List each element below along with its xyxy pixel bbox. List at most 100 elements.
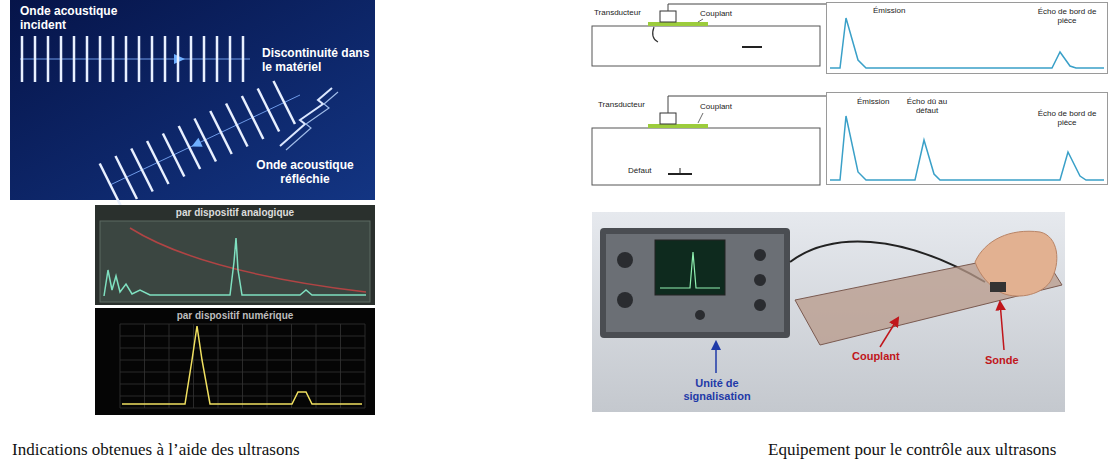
screen-label: par dispositif analogique — [95, 207, 375, 219]
reflected-wavefront — [273, 81, 294, 124]
unit-trace — [660, 252, 720, 288]
grid-line — [316, 324, 317, 408]
reflected-wavefront — [258, 89, 279, 132]
incident-wavefront — [138, 36, 141, 82]
grid-line — [120, 384, 365, 385]
wave-panel: Onde acoustique incidentDiscontinuité da… — [10, 0, 375, 200]
photo-ground — [592, 212, 1065, 412]
incident-wavefront — [21, 36, 24, 82]
part-label: Défaut — [628, 166, 666, 175]
incident-wavefront — [34, 36, 37, 82]
transducer-symbol — [660, 113, 676, 124]
propagation-arrow — [174, 54, 185, 64]
analog-screen — [95, 205, 375, 305]
knob — [754, 249, 766, 261]
part-label: Couplant — [700, 102, 748, 111]
digital-trace — [122, 326, 362, 404]
incident-wavefront — [229, 36, 232, 82]
transducer-symbol — [660, 11, 676, 22]
incident-wavefront — [151, 36, 154, 82]
grid-line — [120, 372, 365, 373]
signal-label: Émission — [873, 6, 923, 15]
reflected-wavefront — [194, 119, 215, 162]
reflected-wavefront — [115, 156, 136, 199]
grid-line — [120, 324, 365, 325]
reflection-arrow — [192, 138, 203, 147]
digital-screen — [95, 308, 375, 415]
knob — [617, 292, 633, 308]
reflected-wavefront — [226, 104, 247, 147]
signal-unit — [600, 228, 790, 338]
leader-line — [715, 342, 717, 373]
analog-screen-face — [100, 221, 370, 302]
incident-wavefront — [177, 36, 180, 82]
knob — [695, 310, 705, 320]
incident-wavefront — [86, 36, 89, 82]
signal-unit-face — [606, 234, 784, 332]
incident-wavefront — [125, 36, 128, 82]
unit-screen — [655, 240, 725, 295]
incident-wavefront — [60, 36, 63, 82]
reflected-wavefront — [210, 111, 231, 154]
grid-line — [291, 324, 292, 408]
screen-panel: par dispositif numérique — [95, 308, 375, 415]
wave-panel-ground — [10, 0, 375, 200]
equipment-label: Couplant — [852, 350, 916, 363]
wave-label: Onde acoustique réfléchie — [240, 158, 370, 186]
incident-wavefront — [47, 36, 50, 82]
equipment-label: Sonde — [985, 354, 1035, 367]
part-label: Transducteur — [594, 8, 656, 17]
leader-line — [1000, 302, 1004, 350]
echo-trace — [830, 18, 1104, 68]
grid-line — [365, 324, 366, 408]
part-label: Transducteur — [598, 100, 656, 109]
signal-box: ÉmissionÉcho dû au défautÉcho de bord de… — [826, 92, 1108, 185]
hand — [975, 231, 1057, 296]
incident-wavefront — [99, 36, 102, 82]
defect-mark — [680, 168, 681, 174]
discontinuity-crack — [286, 92, 338, 150]
incident-wavefront — [203, 36, 206, 82]
screen-panel: par dispositif analogique — [95, 205, 375, 305]
grid-line — [340, 324, 341, 408]
probe — [990, 282, 1006, 292]
grid-line — [120, 336, 365, 337]
cable-line — [668, 4, 826, 11]
analog-trace — [104, 238, 366, 296]
grid-line — [120, 408, 365, 409]
incident-wavefront — [190, 36, 193, 82]
incident-wavefront — [73, 36, 76, 82]
discontinuity-crack — [280, 88, 332, 146]
incident-wavefront — [112, 36, 115, 82]
test-piece — [592, 26, 820, 66]
reflected-wavefront — [163, 134, 184, 177]
grid-line — [242, 324, 243, 408]
grid-line — [120, 396, 365, 397]
reflected-wavefront — [131, 149, 152, 192]
wave-label: Discontinuité dans le matériel — [262, 46, 374, 74]
screen-grid — [120, 324, 365, 408]
signal-box: ÉmissionÉcho de bord de pièce — [826, 2, 1108, 74]
incident-wavefront — [242, 36, 245, 82]
signal-label: Écho dû au défaut — [897, 97, 957, 115]
reflected-wavefront — [100, 164, 121, 207]
propagation-axis — [20, 59, 250, 60]
leader-line — [698, 19, 703, 22]
figure-caption: Indications obtenues à l’aide des ultras… — [12, 440, 372, 460]
reflected-wavefront — [242, 96, 263, 139]
signal-label: Écho de bord de pièce — [1037, 109, 1097, 127]
knob — [617, 252, 633, 268]
couplant-layer — [648, 124, 708, 128]
wave-label: Onde acoustique incident — [20, 4, 145, 32]
wave-fronts — [22, 36, 295, 206]
reflector-mark — [742, 46, 762, 48]
couplant-layer — [648, 22, 708, 26]
grid-line — [120, 360, 365, 361]
knob — [754, 299, 766, 311]
knob — [754, 274, 766, 286]
equipment-label: Unité de signalisation — [672, 377, 762, 402]
incident-wavefront — [164, 36, 167, 82]
reflected-wavefront — [179, 126, 200, 169]
